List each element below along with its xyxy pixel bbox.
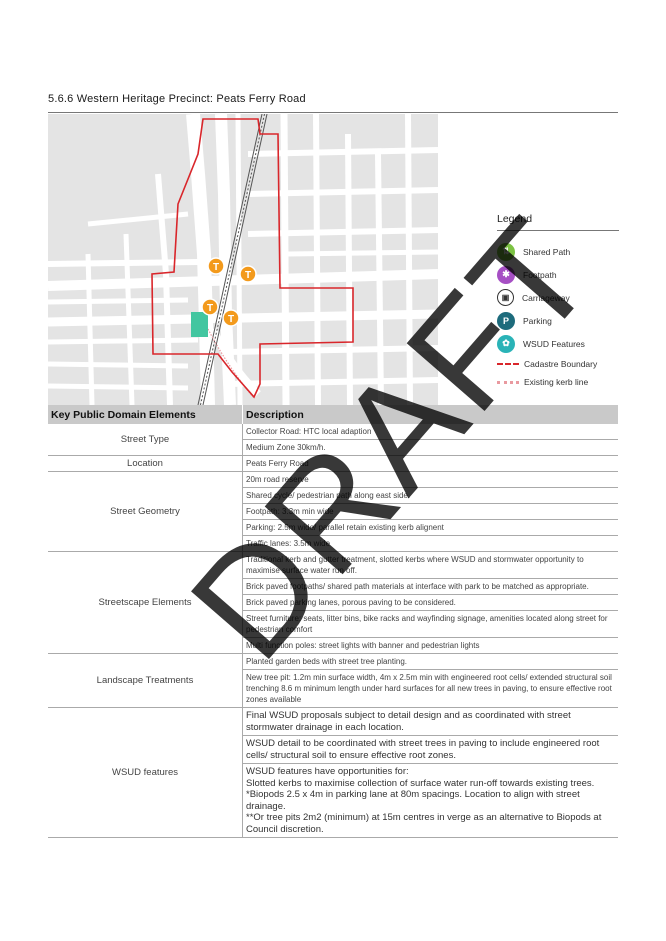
precinct-map: T T T T [48, 114, 438, 405]
description-cell: Final WSUD proposals subject to detail d… [242, 707, 618, 736]
tree-marker: T [222, 309, 240, 327]
description-cell: Medium Zone 30km/h. [242, 439, 618, 456]
description-cell: Traffic lanes: 3.5m wide [242, 535, 618, 552]
description-cell: Parking: 2.5m wide/ parallel retain exis… [242, 519, 618, 536]
tree-marker: T [207, 257, 225, 275]
column-header: Description [242, 405, 618, 424]
description-cell: Shared cycle/ pedestrian path along east… [242, 487, 618, 504]
description-cell: Planted garden beds with street tree pla… [242, 653, 618, 670]
legend-divider [497, 230, 619, 231]
table-row: Multi function poles: street lights with… [48, 637, 618, 654]
legend-label: Cadastre Boundary [524, 359, 598, 369]
table-row: Streetscape Elements Traditional kerb an… [48, 551, 618, 654]
cadastre-boundary [151, 118, 354, 399]
description-cell: Multi function poles: street lights with… [242, 637, 618, 654]
tree-marker: T [201, 298, 219, 316]
description-cell: Traditional kerb and gutter treatment, s… [242, 551, 618, 579]
description-cell: WSUD detail to be coordinated with stree… [242, 735, 618, 764]
description-cell: Street furniture: seats, litter bins, bi… [242, 610, 618, 638]
description-cell: Collector Road: HTC local adaption [242, 424, 618, 440]
legend-label: Parking [523, 315, 552, 326]
category-cell: Streetscape Elements [48, 551, 243, 654]
heading-divider [48, 112, 618, 113]
table-row: Street furniture: seats, litter bins, bi… [48, 610, 618, 638]
table-row: New tree pit: 1.2m min surface width, 4m… [48, 669, 618, 708]
table-row: Landscape Treatments Planted garden beds… [48, 653, 618, 708]
legend-item-parking: P Parking [497, 309, 619, 332]
shared-path-icon: ⇅ [497, 242, 515, 261]
section-heading: 5.6.6 Western Heritage Precinct: Peats F… [48, 93, 306, 105]
tree-marker: T [239, 265, 257, 283]
category-cell: Location [48, 455, 243, 472]
description-cell: New tree pit: 1.2m min surface width, 4m… [242, 669, 618, 708]
table-row: Street Type Collector Road: HTC local ad… [48, 424, 618, 456]
category-cell: Landscape Treatments [48, 653, 243, 708]
legend-label: Carriageway [522, 292, 570, 303]
category-cell: WSUD features [48, 707, 243, 838]
description-cell: WSUD features have opportunities for: Sl… [242, 763, 618, 838]
legend-item-wsud: ✿ WSUD Features [497, 332, 619, 355]
leaf-icon: ✿ [497, 334, 515, 353]
legend-label: Existing kerb line [524, 377, 589, 387]
svg-text:T: T [213, 262, 219, 273]
legend-item-kerb: Existing kerb line [497, 373, 619, 391]
table-row: Traffic lanes: 3.5m wide [48, 535, 618, 552]
dotted-line-icon [497, 380, 519, 384]
table-row: WSUD features have opportunities for: Sl… [48, 763, 618, 838]
wsud-feature-area [191, 312, 208, 337]
table-row: Street Geometry 20m road reserve [48, 471, 618, 552]
table-row: Shared cycle/ pedestrian path along east… [48, 487, 618, 504]
legend-label: Shared Path [523, 246, 571, 257]
table-row: Parking: 2.5m wide/ parallel retain exis… [48, 519, 618, 536]
table-header-row: Key Public Domain Elements Description [48, 405, 618, 424]
table-row: Location Peats Ferry Road [48, 455, 618, 472]
description-cell: Footpath: 3.3m min wide [242, 503, 618, 520]
description-cell: Peats Ferry Road [242, 455, 618, 472]
pedestrian-icon: ✱ [497, 265, 515, 284]
table-row: Brick paved footpaths/ shared path mater… [48, 578, 618, 595]
legend-title: Legend [497, 213, 533, 225]
legend-item-shared-path: ⇅ Shared Path [497, 240, 619, 263]
legend-label: WSUD Features [523, 338, 585, 349]
map-legend: Legend ⇅ Shared Path ✱ Footpath ▣ Carria… [497, 213, 619, 391]
parking-icon: P [497, 311, 515, 330]
svg-text:T: T [245, 270, 251, 281]
legend-label: Footpath [523, 269, 557, 280]
description-cell: Brick paved footpaths/ shared path mater… [242, 578, 618, 595]
table-row: WSUD detail to be coordinated with stree… [48, 735, 618, 764]
legend-item-footpath: ✱ Footpath [497, 263, 619, 286]
category-cell: Street Geometry [48, 471, 243, 552]
column-header: Key Public Domain Elements [48, 405, 243, 424]
svg-text:T: T [207, 303, 213, 314]
key-elements-table: Key Public Domain Elements Description S… [48, 405, 618, 838]
legend-item-cadastre: Cadastre Boundary [497, 355, 619, 373]
table-row: WSUD features Final WSUD proposals subje… [48, 707, 618, 838]
table-row: Brick paved parking lanes, porous paving… [48, 594, 618, 611]
category-cell: Street Type [48, 424, 243, 456]
dash-dot-line-icon [497, 363, 519, 365]
car-icon: ▣ [497, 289, 514, 306]
legend-item-carriageway: ▣ Carriageway [497, 286, 619, 309]
description-cell: Brick paved parking lanes, porous paving… [242, 594, 618, 611]
svg-text:T: T [228, 314, 234, 325]
table-row: Medium Zone 30km/h. [48, 439, 618, 456]
table-row: Footpath: 3.3m min wide [48, 503, 618, 520]
description-cell: 20m road reserve [242, 471, 618, 488]
